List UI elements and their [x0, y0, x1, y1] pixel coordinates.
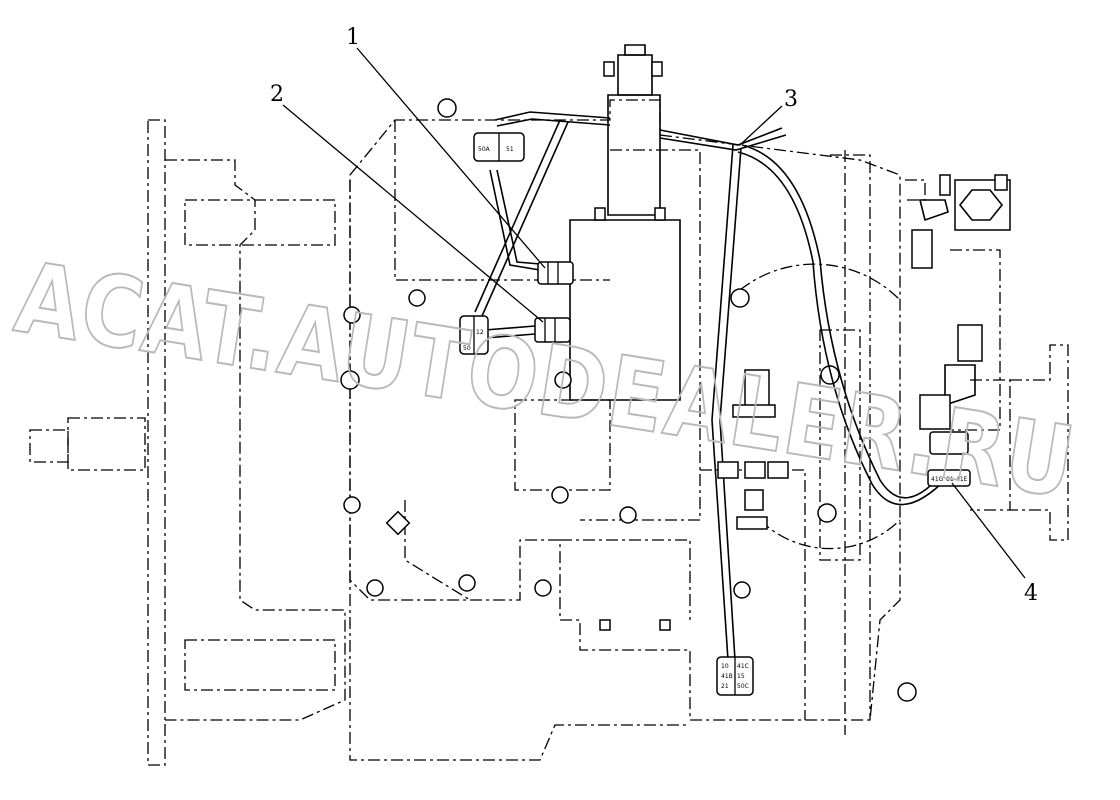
- connector-tag-41g: 41G: [931, 476, 944, 483]
- connector-tag-12: 12: [476, 329, 484, 336]
- connector-tag-21: 21: [721, 683, 729, 690]
- connector-tag-50a: 50A: [478, 146, 491, 153]
- callout-3: 3: [784, 87, 798, 112]
- callout-4: 4: [1024, 581, 1038, 606]
- sensor-2: [534, 317, 571, 343]
- connector-upper-left: 50A 51: [473, 132, 525, 162]
- wiring-harness: [474, 111, 946, 661]
- connector-tag-10: 10: [721, 663, 729, 670]
- connector-tag-50: 50: [463, 345, 471, 352]
- clutch-housing-outline: [147, 119, 346, 766]
- connector-bottom: 10 41C 41B 15 21 50C: [716, 656, 754, 696]
- connector-tag-15: 15: [737, 673, 745, 680]
- connector-side: 12 50: [459, 315, 489, 355]
- connector-tag-41e: 41E: [956, 476, 968, 483]
- callout-2: 2: [270, 82, 284, 107]
- sensor-1: [537, 261, 574, 285]
- connector-tag-81: 81: [946, 476, 954, 483]
- connector-tag-41c: 41C: [737, 663, 749, 670]
- connector-right: 41G 81 41E: [927, 431, 971, 487]
- connector-tag-51: 51: [506, 146, 514, 153]
- leader-lines: [282, 47, 1026, 579]
- connector-tag-50c: 50C: [737, 683, 749, 690]
- callout-1: 1: [346, 25, 360, 50]
- connector-tag-41b: 41B: [721, 673, 733, 680]
- sensor-upper-fitting: [717, 369, 789, 530]
- input-shaft: [29, 417, 146, 471]
- air-valve-block: [911, 174, 1011, 430]
- output-flange: [970, 344, 1069, 541]
